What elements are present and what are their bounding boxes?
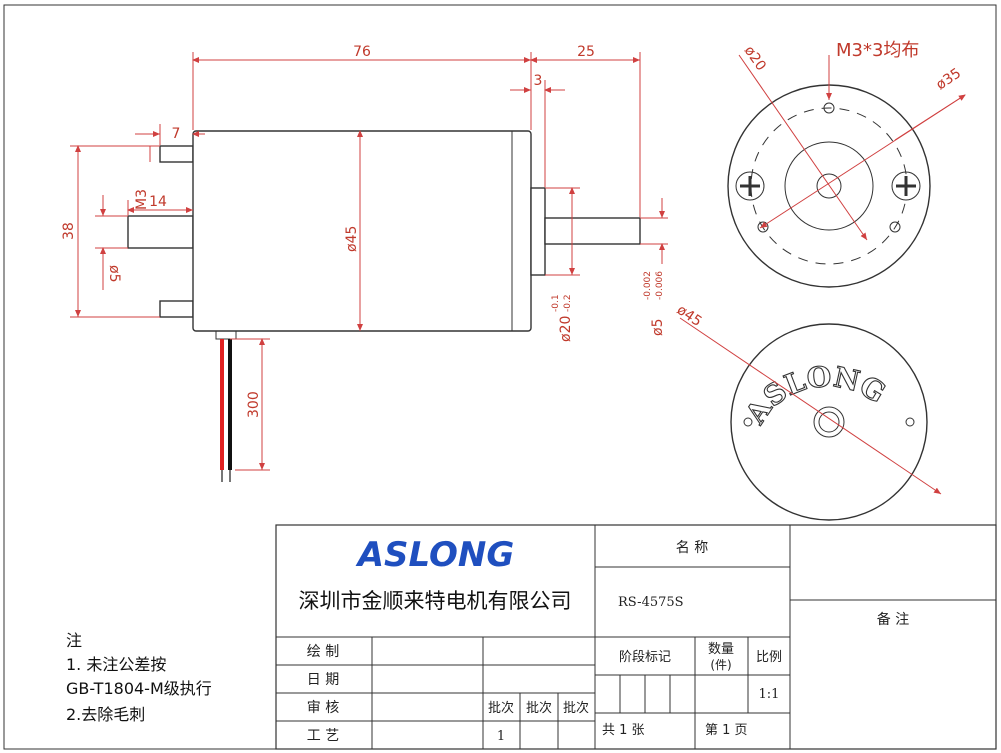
front-boss	[530, 187, 546, 276]
front-end-view: ø20 ø35 M3*3均布	[727, 40, 966, 288]
left-screw-boss-bottom	[159, 300, 194, 318]
sheet-page: 第 1 页	[705, 723, 748, 738]
rear-end-view: ASLONG ø45	[674, 302, 942, 521]
batch-3: 批次	[563, 700, 589, 716]
dim-boss-tol-lo: -0.2	[563, 294, 573, 312]
rear-bearing-inner	[818, 411, 840, 433]
dim-boss-tol-hi: -0.1	[551, 294, 561, 312]
quantity-label: 数量	[708, 642, 734, 657]
name-label: 名 称	[676, 540, 708, 556]
scale-value: 1:1	[759, 687, 780, 702]
remark-label: 备 注	[877, 611, 909, 628]
front-boss-circle	[784, 141, 874, 231]
rear-hole-right	[905, 417, 915, 427]
motor-body	[192, 130, 532, 332]
company-name: 深圳市金顺来特电机有限公司	[299, 589, 572, 613]
notes-line-3: 2.去除毛刺	[66, 705, 145, 724]
title-block: ASLONG 深圳市金顺来特电机有限公司 名 称 RS-4575S 备 注 绘 …	[275, 524, 997, 750]
rear-dim-d45: ø45	[674, 302, 705, 330]
notes-line-2: GB-T1804-M级执行	[66, 679, 212, 698]
rear-outer-circle	[730, 323, 928, 521]
dim-body-d45: ø45	[344, 226, 360, 252]
screw-left-icon	[735, 171, 765, 201]
dim-height-38: 38	[61, 222, 77, 240]
label-draw: 绘 制	[307, 644, 339, 660]
left-screw-boss-top	[159, 145, 194, 163]
stage-mark-label: 阶段标记	[619, 650, 671, 665]
end-dim-mount-note: M3*3均布	[836, 40, 919, 61]
batch-2: 批次	[526, 700, 552, 716]
dim-shaft-d5: ø5	[650, 319, 666, 336]
rear-bearing-outer	[813, 406, 845, 438]
label-review: 审 核	[307, 700, 339, 716]
dim-boss-d20: ø20	[558, 316, 574, 342]
dim-length-25: 25	[577, 44, 595, 60]
rear-hole-left	[743, 417, 753, 427]
notes: 注 1. 未注公差按 GB-T1804-M级执行 2.去除毛刺	[66, 631, 212, 724]
mount-hole-right	[889, 221, 901, 233]
front-shaft-circle	[816, 173, 842, 199]
dim-length-7: 7	[172, 126, 181, 142]
lead-grommet	[215, 330, 237, 340]
model-number: RS-4575S	[618, 595, 684, 610]
sheet-total: 共 1 张	[602, 723, 645, 738]
dim-length-14: 14	[149, 194, 167, 210]
dim-shaft-tol-lo: -0.006	[655, 271, 665, 300]
quantity-unit: (件)	[710, 658, 731, 672]
company-logo: ASLONG	[355, 535, 515, 575]
screw-right-icon	[891, 171, 921, 201]
notes-line-1: 1. 未注公差按	[66, 655, 166, 674]
label-process: 工 艺	[307, 728, 339, 744]
end-dim-d20: ø20	[741, 43, 769, 74]
batch-1: 批次	[488, 700, 514, 716]
end-dim-d35: ø35	[933, 65, 964, 93]
rear-shaft	[127, 215, 194, 249]
batch-value: 1	[497, 729, 505, 744]
notes-title: 注	[66, 631, 82, 650]
mount-hole-top	[823, 102, 835, 114]
dim-rear-shaft-d5: ø5	[106, 265, 122, 282]
output-shaft	[544, 217, 641, 245]
dim-length-3: 3	[534, 73, 543, 89]
scale-label: 比例	[756, 650, 782, 665]
dim-thread-m3: M3	[134, 189, 150, 210]
dim-length-76: 76	[353, 44, 371, 60]
dim-lead-300: 300	[246, 391, 262, 418]
dim-shaft-tol-hi: -0.002	[643, 271, 653, 300]
side-dimensions: 76 25 3 7 M3 14 38 ø5 ø45	[61, 44, 668, 471]
label-date: 日 期	[307, 672, 339, 688]
